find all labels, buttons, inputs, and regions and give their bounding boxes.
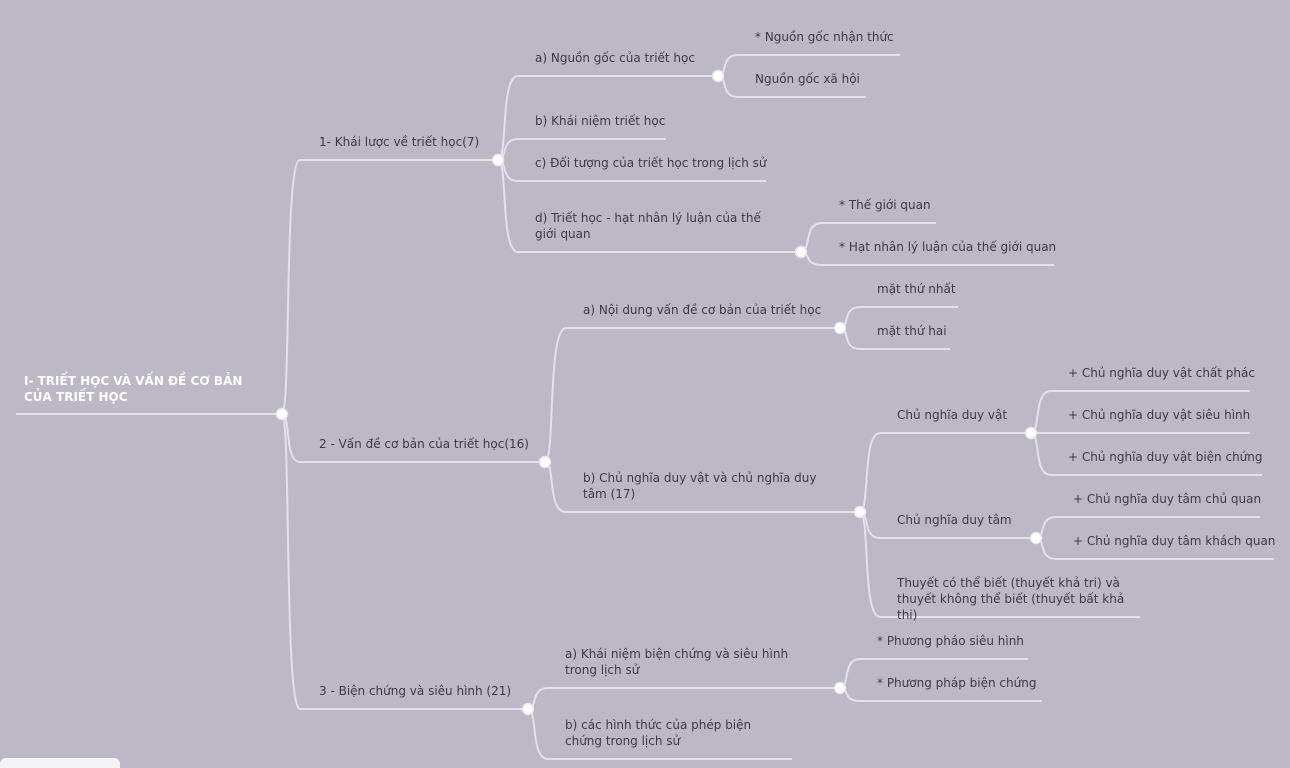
topic-mat-thu-nhat[interactable]: mặt thứ nhất (877, 282, 956, 296)
topic-0-0-collapse-toggle[interactable] (711, 69, 725, 83)
topic-a-nguon-goc-cua-triet-hoc[interactable]: a) Nguồn gốc của triết học (535, 51, 695, 65)
topic-b-khai-niem-triet-hoc[interactable]: b) Khái niệm triết học (535, 114, 666, 128)
topic-phuong-phap-bien-chung[interactable]: * Phương pháp biện chứng (877, 676, 1037, 690)
branch-connector (544, 461, 567, 513)
topic-chu-nghia-duy-tam[interactable]: Chủ nghĩa duy tâm (897, 513, 1012, 527)
topic-chu-nghia-duy-vat[interactable]: Chủ nghĩa duy vật (897, 408, 1008, 422)
topic-2-0-collapse-toggle[interactable] (833, 681, 847, 695)
bottom-panel-tab[interactable] (0, 758, 120, 768)
topic-b-chu-nghia-duy-vat-va-chu-nghia-duy-tam[interactable]: b) Chủ nghĩa duy vật và chủ nghĩa duy tâ… (583, 471, 817, 501)
topic-1-1-0-collapse-toggle[interactable] (1024, 426, 1038, 440)
topic-3-bien-chung-va-sieu-hinh-21[interactable]: 3 - Biện chứng và siêu hình (21) (319, 684, 512, 698)
topic-0-3-collapse-toggle[interactable] (794, 245, 808, 259)
root-topic-collapse-toggle[interactable] (275, 407, 289, 421)
topic-0-collapse-toggle[interactable] (491, 153, 505, 167)
branch-connector (527, 708, 549, 760)
topic-2-van-de-co-ban-cua-triet-hoc-16[interactable]: 2 - Vấn đề cơ bản của triết học(16) (319, 437, 529, 451)
topic-b-cac-hinh-thuc-cua-phep-bien-chung-tron[interactable]: b) các hình thức của phép biện chứng tro… (565, 718, 752, 748)
branch-connector (497, 159, 519, 253)
branch-connector (497, 75, 519, 161)
topic-chu-nghia-duy-tam-chu-quan[interactable]: + Chủ nghĩa duy tâm chủ quan (1073, 492, 1262, 506)
topic-1-1-1-collapse-toggle[interactable] (1029, 531, 1043, 545)
topic-d-triet-hoc-hat-nhan-ly-luan-cua-the-gio[interactable]: d) Triết học - hạt nhân lý luận của thế … (535, 211, 761, 241)
root-topic[interactable]: I- TRIẾT HỌC VÀ VẤN ĐỀ CƠ BẢN CỦA TRIẾT … (24, 374, 243, 404)
topic-a-noi-dung-van-de-co-ban-cua-triet-hoc[interactable]: a) Nội dung vấn đề cơ bản của triết học (583, 303, 822, 317)
branch-connector (281, 413, 301, 710)
topic-1-0-collapse-toggle[interactable] (833, 321, 847, 335)
topic-chu-nghia-duy-vat-bien-chung[interactable]: + Chủ nghĩa duy vật biện chứng (1068, 450, 1263, 464)
topic-hat-nhan-ly-luan-cua-the-gioi-quan[interactable]: * Hạt nhân lý luận của thế giới quan (839, 240, 1057, 254)
topic-mat-thu-hai[interactable]: mặt thứ hai (877, 324, 947, 338)
branch-connector (1030, 390, 1052, 434)
topic-thuyet-co-the-biet-thuyet-kha-tri-va-thu[interactable]: Thuyết có thể biết (thuyết khả tri) và t… (897, 576, 1125, 622)
topic-phuong-phao-sieu-hinh[interactable]: * Phương pháo siêu hình (877, 634, 1024, 648)
topic-chu-nghia-duy-vat-chat-phac[interactable]: + Chủ nghĩa duy vật chất phác (1068, 366, 1255, 380)
topic-a-khai-niem-bien-chung-va-sieu-hinh-tron[interactable]: a) Khái niệm biện chứng và siêu hình tro… (565, 647, 789, 677)
branch-connector (544, 327, 567, 463)
branch-connector (281, 159, 301, 415)
branch-connector (859, 432, 881, 513)
topic-chu-nghia-duy-vat-sieu-hinh[interactable]: + Chủ nghĩa duy vật siêu hình (1068, 408, 1251, 422)
branch-connector (1030, 432, 1052, 476)
topic-nguon-goc-xa-hoi[interactable]: Nguồn gốc xã hội (755, 72, 860, 86)
topic-2-collapse-toggle[interactable] (521, 702, 535, 716)
topic-nguon-goc-nhan-thuc[interactable]: * Nguồn gốc nhận thức (755, 30, 894, 44)
topic-1-khai-luoc-ve-triet-hoc-7[interactable]: 1- Khái lược về triết học(7) (319, 135, 480, 149)
topic-1-collapse-toggle[interactable] (538, 455, 552, 469)
topic-chu-nghia-duy-tam-khach-quan[interactable]: + Chủ nghĩa duy tâm khách quan (1073, 534, 1276, 548)
topic-the-gioi-quan[interactable]: * Thế giới quan (839, 198, 931, 212)
branch-connector (859, 511, 881, 618)
topic-c-doi-tuong-cua-triet-hoc-trong-lich-su[interactable]: c) Đối tượng của triết học trong lịch sử (535, 156, 767, 170)
topic-1-1-collapse-toggle[interactable] (853, 505, 867, 519)
